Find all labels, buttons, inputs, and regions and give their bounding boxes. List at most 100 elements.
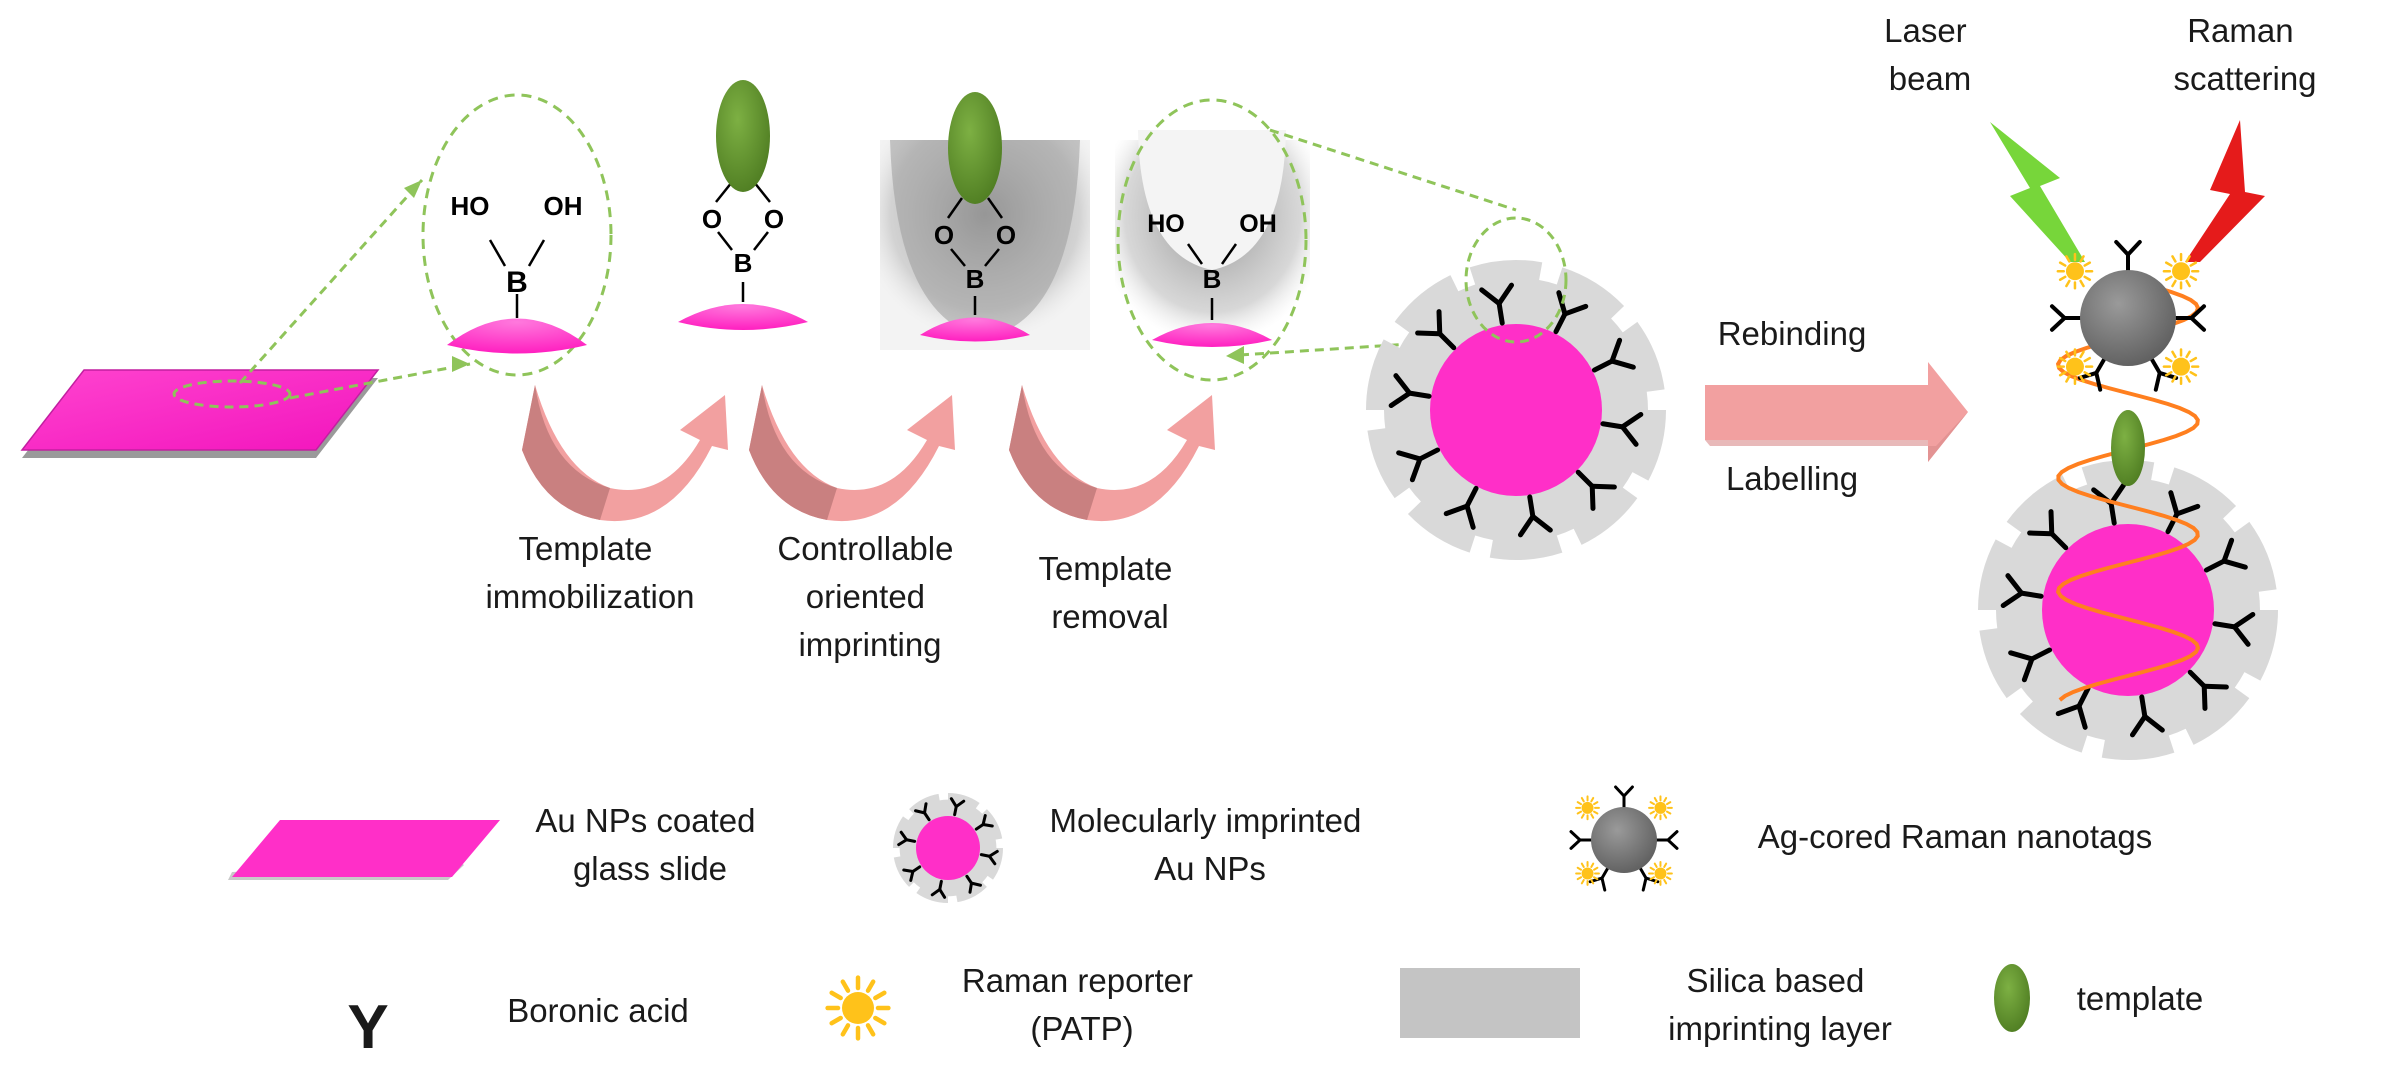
zoom-arrowhead xyxy=(404,180,422,198)
boronic-acid-icon xyxy=(2027,509,2069,551)
oxygen-label: O xyxy=(996,220,1016,250)
oxygen-label: O xyxy=(764,204,784,234)
helix-curve xyxy=(2055,278,2201,702)
boronic-acid-icon xyxy=(897,830,917,847)
raman-reporter-icon xyxy=(2056,252,2094,290)
zoom-lines-step1 xyxy=(238,178,471,400)
boronic-acid-icon xyxy=(1443,485,1479,530)
boronic-acid-icon xyxy=(1396,447,1441,483)
step3-imprinting: B O O xyxy=(880,92,1090,352)
au-core xyxy=(2042,524,2214,696)
legend-nanotag-icon xyxy=(1569,785,1679,892)
oxygen-label: O xyxy=(934,220,954,250)
boronic-acid-icon xyxy=(2055,685,2091,730)
boronic-acid-icon xyxy=(902,865,922,882)
rebinding-arrow xyxy=(1705,362,1968,462)
legend-slide-label: Au NPs coated glass slide xyxy=(535,802,764,887)
glass-slide xyxy=(20,369,380,458)
raman-reporter-icon xyxy=(825,975,891,1041)
boronic-acid-icon xyxy=(2174,304,2206,332)
legend-silica-label: Silica based imprinting layer xyxy=(1668,962,1892,1047)
laser-bolt xyxy=(1990,122,2085,262)
legend-mip-icon xyxy=(893,793,1003,903)
boronic-acid-icon xyxy=(979,849,999,866)
boronic-acid-icon xyxy=(965,874,982,894)
boron-label: B xyxy=(966,264,985,294)
au-core xyxy=(1430,324,1602,496)
oh-label: OH xyxy=(544,191,583,221)
boronic-acid-icon xyxy=(2203,537,2248,573)
raman-scattering-label: Raman scattering xyxy=(2173,12,2316,97)
legend-template-label: template xyxy=(2077,980,2204,1017)
raman-reporter-icon xyxy=(825,975,891,1041)
boronic-acid-icon xyxy=(914,802,931,822)
boronic-acid-icon xyxy=(2187,669,2229,711)
mip-nanoparticle xyxy=(1366,260,1666,560)
legend-mip-label: Molecularly imprinted Au NPs xyxy=(1050,802,1371,887)
boronic-acid-icon xyxy=(1655,830,1679,850)
template-molecule xyxy=(716,80,770,192)
au-core xyxy=(916,816,980,880)
boron-label: B xyxy=(1203,264,1222,294)
boronic-acid-icon xyxy=(1591,337,1636,373)
boron-label: B xyxy=(506,266,528,299)
ho-label: HO xyxy=(451,191,490,221)
boronic-acid-icon xyxy=(2000,573,2044,609)
ag-core xyxy=(2080,270,2176,366)
raman-reporter-icon xyxy=(1648,861,1673,886)
legend-nanotag-label: Ag-cored Raman nanotags xyxy=(1758,818,2152,855)
template-molecule xyxy=(948,92,1002,204)
step-label-immobilization: Template immobilization xyxy=(485,530,694,615)
boronic-acid-icon xyxy=(2008,647,2053,683)
legend-reporter-label: Raman reporter (PATP) xyxy=(962,962,1202,1047)
zoom-lines-step4 xyxy=(1239,128,1517,357)
ho-label: HO xyxy=(1147,210,1185,238)
boronic-acid-icon xyxy=(930,879,947,899)
boron-label: B xyxy=(734,248,753,278)
boronic-acid-icon xyxy=(2129,694,2165,738)
boronic-acid-icon xyxy=(974,814,994,831)
boronic-acid-icon xyxy=(2212,611,2256,647)
zoom-ellipse xyxy=(1464,216,1568,344)
boronic-acid-icon xyxy=(2050,304,2082,332)
process-arrows xyxy=(522,385,1215,522)
boronic-acid-icon: Y xyxy=(347,993,388,1062)
detection-mip-nanoparticle xyxy=(1978,459,2278,760)
bound-template xyxy=(2111,410,2145,486)
oxygen-label: O xyxy=(702,204,722,234)
laser-beam-label: Laser beam xyxy=(1884,12,1976,97)
raman-bolt xyxy=(2185,120,2265,262)
boronic-acid-icon xyxy=(1614,785,1634,809)
raman-reporter-icon xyxy=(1575,795,1600,821)
boronic-acid-icon xyxy=(1517,494,1553,538)
step2-boronate-ester: B O O xyxy=(678,80,808,330)
oh-label: OH xyxy=(1239,210,1277,238)
boronic-acid-icon xyxy=(1569,830,1593,850)
ag-core xyxy=(1591,807,1657,873)
zoom-arrowhead xyxy=(1226,346,1244,364)
raman-nanotag xyxy=(2050,240,2206,392)
labelling-label: Labelling xyxy=(1726,460,1858,497)
raman-reporter-icon xyxy=(1575,861,1600,886)
step4-cavity: B HO OH xyxy=(1115,98,1310,382)
boronic-acid-icon xyxy=(2165,490,2201,535)
legend-boronic-label: Boronic acid xyxy=(507,992,689,1029)
raman-reporter-icon xyxy=(2162,252,2200,290)
boronic-acid-icon xyxy=(1600,411,1644,447)
boronic-acid-icon xyxy=(1415,309,1457,351)
step-label-removal: Template removal xyxy=(1038,550,1181,635)
zoom-arrowhead xyxy=(452,356,470,372)
helix xyxy=(2055,278,2201,702)
boronic-acid-icon xyxy=(1388,373,1432,409)
boronic-acid-icon xyxy=(1479,282,1515,326)
boronic-acid-icon xyxy=(1575,469,1617,511)
legend-slide-icon xyxy=(228,820,500,880)
raman-reporter-icon xyxy=(1648,795,1673,821)
silica-layer-icon xyxy=(1400,968,1580,1038)
raman-reporter-icon xyxy=(2162,348,2200,386)
boronic-acid-icon xyxy=(2114,240,2142,272)
raman-reporter-icon xyxy=(2056,348,2094,386)
boronic-acid-icon xyxy=(949,797,966,817)
step1-boronic-acid: B HO OH xyxy=(421,93,613,377)
